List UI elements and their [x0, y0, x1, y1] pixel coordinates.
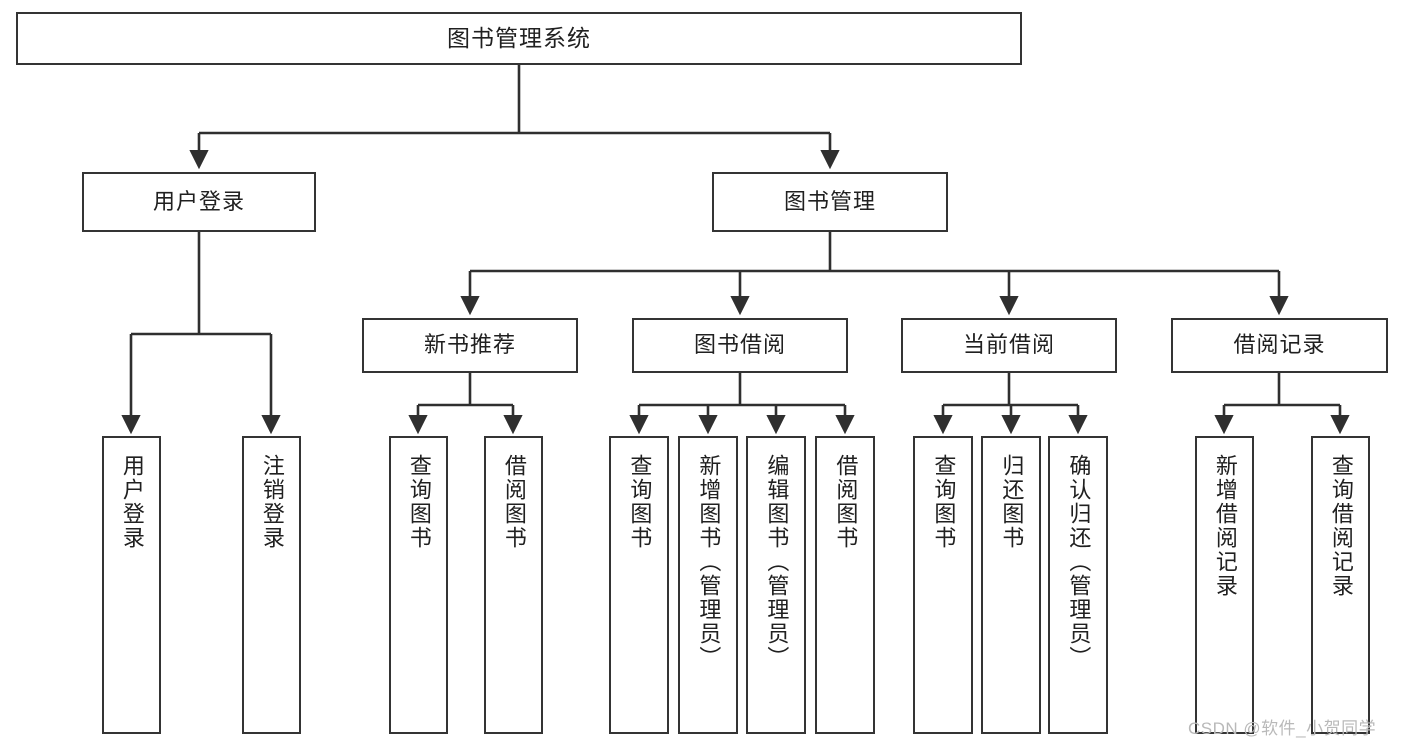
node-leaf-query-borrow-record-label: 查询借阅记录 — [1328, 454, 1354, 598]
node-leaf-add-book-admin-label: 新增图书（管理员） — [696, 454, 722, 670]
node-leaf-query-book-3[interactable]: 查询图书 — [913, 436, 973, 734]
node-leaf-edit-book-admin[interactable]: 编辑图书（管理员） — [746, 436, 806, 734]
node-current-borrow-label: 当前借阅 — [962, 332, 1055, 358]
node-root-label: 图书管理系统 — [447, 24, 591, 51]
node-user-login-label: 用户登录 — [152, 188, 245, 214]
node-leaf-query-book-1[interactable]: 查询图书 — [389, 436, 448, 734]
node-leaf-user-login[interactable]: 用户登录 — [102, 436, 161, 734]
node-new-book-rec[interactable]: 新书推荐 — [362, 318, 578, 373]
node-leaf-borrow-book-2[interactable]: 借阅图书 — [815, 436, 875, 734]
node-leaf-logout[interactable]: 注销登录 — [242, 436, 301, 734]
node-leaf-return-book-label: 归还图书 — [999, 454, 1025, 550]
node-borrow-record[interactable]: 借阅记录 — [1171, 318, 1388, 373]
node-book-manage[interactable]: 图书管理 — [712, 172, 948, 232]
node-leaf-add-borrow-record-label: 新增借阅记录 — [1212, 454, 1238, 598]
node-user-login[interactable]: 用户登录 — [82, 172, 316, 232]
node-leaf-query-book-3-label: 查询图书 — [931, 454, 957, 550]
node-current-borrow[interactable]: 当前借阅 — [901, 318, 1117, 373]
node-new-book-rec-label: 新书推荐 — [423, 332, 516, 358]
node-leaf-edit-book-admin-label: 编辑图书（管理员） — [764, 454, 790, 670]
node-leaf-borrow-book-1[interactable]: 借阅图书 — [484, 436, 543, 734]
node-leaf-query-book-2[interactable]: 查询图书 — [609, 436, 669, 734]
node-leaf-query-borrow-record[interactable]: 查询借阅记录 — [1311, 436, 1370, 734]
node-borrow-record-label: 借阅记录 — [1233, 332, 1326, 358]
node-book-borrow-label: 图书借阅 — [693, 332, 786, 358]
node-book-manage-label: 图书管理 — [783, 188, 876, 214]
node-leaf-confirm-return-admin-label: 确认归还（管理员） — [1066, 454, 1092, 670]
node-leaf-add-book-admin[interactable]: 新增图书（管理员） — [678, 436, 738, 734]
node-root[interactable]: 图书管理系统 — [16, 12, 1022, 65]
node-leaf-user-login-label: 用户登录 — [119, 454, 145, 550]
node-leaf-query-book-2-label: 查询图书 — [627, 454, 653, 550]
node-leaf-return-book[interactable]: 归还图书 — [981, 436, 1041, 734]
node-leaf-borrow-book-2-label: 借阅图书 — [833, 454, 859, 550]
node-book-borrow[interactable]: 图书借阅 — [632, 318, 848, 373]
node-leaf-add-borrow-record[interactable]: 新增借阅记录 — [1195, 436, 1254, 734]
node-leaf-logout-label: 注销登录 — [259, 454, 285, 550]
node-leaf-confirm-return-admin[interactable]: 确认归还（管理员） — [1048, 436, 1108, 734]
node-leaf-query-book-1-label: 查询图书 — [406, 454, 432, 550]
node-leaf-borrow-book-1-label: 借阅图书 — [501, 454, 527, 550]
